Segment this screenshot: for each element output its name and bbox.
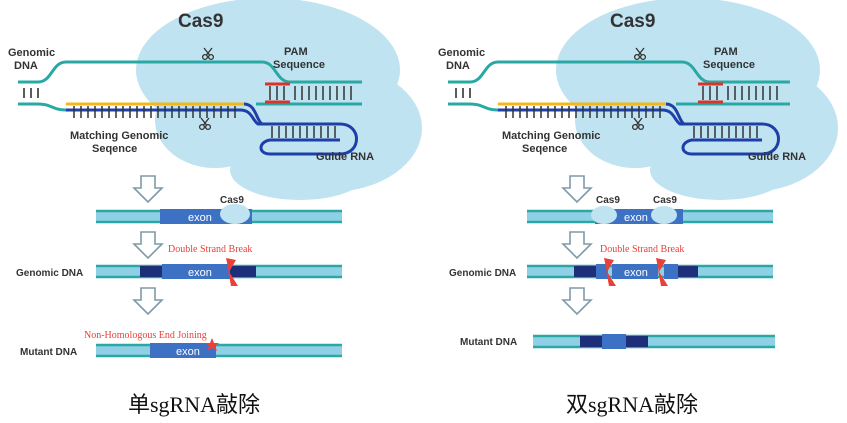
genomic-dna-strand (18, 60, 362, 112)
nhej-label: Non-Homologous End Joining (84, 330, 207, 341)
exon-label: exon (624, 212, 648, 224)
down-arrow-icon (562, 287, 592, 315)
dna-row-break: exon (96, 258, 342, 286)
label-guide-rna: Guide RNA (748, 151, 806, 163)
dna-row-targeting: exon Cas9 Cas9 (527, 195, 773, 224)
exon-label: exon (188, 267, 212, 279)
down-arrow-icon (133, 175, 163, 203)
cas9-title: Cas9 (610, 11, 655, 32)
double-strand-break-label: Double Strand Break (600, 244, 684, 255)
cas9-title: Cas9 (178, 11, 223, 32)
genomic-dna-row-label: Genomic DNA (449, 268, 516, 279)
exon-label: exon (188, 212, 212, 224)
mutant-dna-label: Mutant DNA (460, 337, 517, 348)
down-arrow-icon (133, 287, 163, 315)
dna-row-break: exon (527, 258, 773, 286)
exon-label: exon (624, 267, 648, 279)
cas9-small-label: Cas9 (220, 195, 244, 206)
down-arrow-icon (562, 231, 592, 259)
cas9-small-label: Cas9 (596, 195, 620, 206)
genomic-dna-strand (448, 60, 790, 112)
dna-row-mutant: exon (96, 338, 342, 358)
down-arrow-icon (133, 231, 163, 259)
left-panel: Cas9 (8, 0, 422, 417)
dna-row-mutant (533, 334, 775, 349)
caption-single-sgrna: 单sgRNA敲除 (128, 392, 260, 417)
guide-rna (498, 102, 780, 156)
down-arrow-icon (562, 175, 592, 203)
exon-label: exon (176, 346, 200, 358)
double-strand-break-label: Double Strand Break (168, 244, 252, 255)
star-icon (205, 338, 219, 351)
genomic-dna-row-label: Genomic DNA (16, 268, 83, 279)
dna-row-targeting: exon Cas9 (96, 195, 342, 224)
caption-double-sgrna: 双sgRNA敲除 (566, 392, 698, 417)
cas9-protein-blob (556, 0, 838, 200)
right-panel: Cas9 (438, 0, 838, 417)
label-guide-rna: Guide RNA (316, 151, 374, 163)
mutant-dna-label: Mutant DNA (20, 347, 77, 358)
cas9-small-label: Cas9 (653, 195, 677, 206)
guide-rna (66, 102, 358, 156)
